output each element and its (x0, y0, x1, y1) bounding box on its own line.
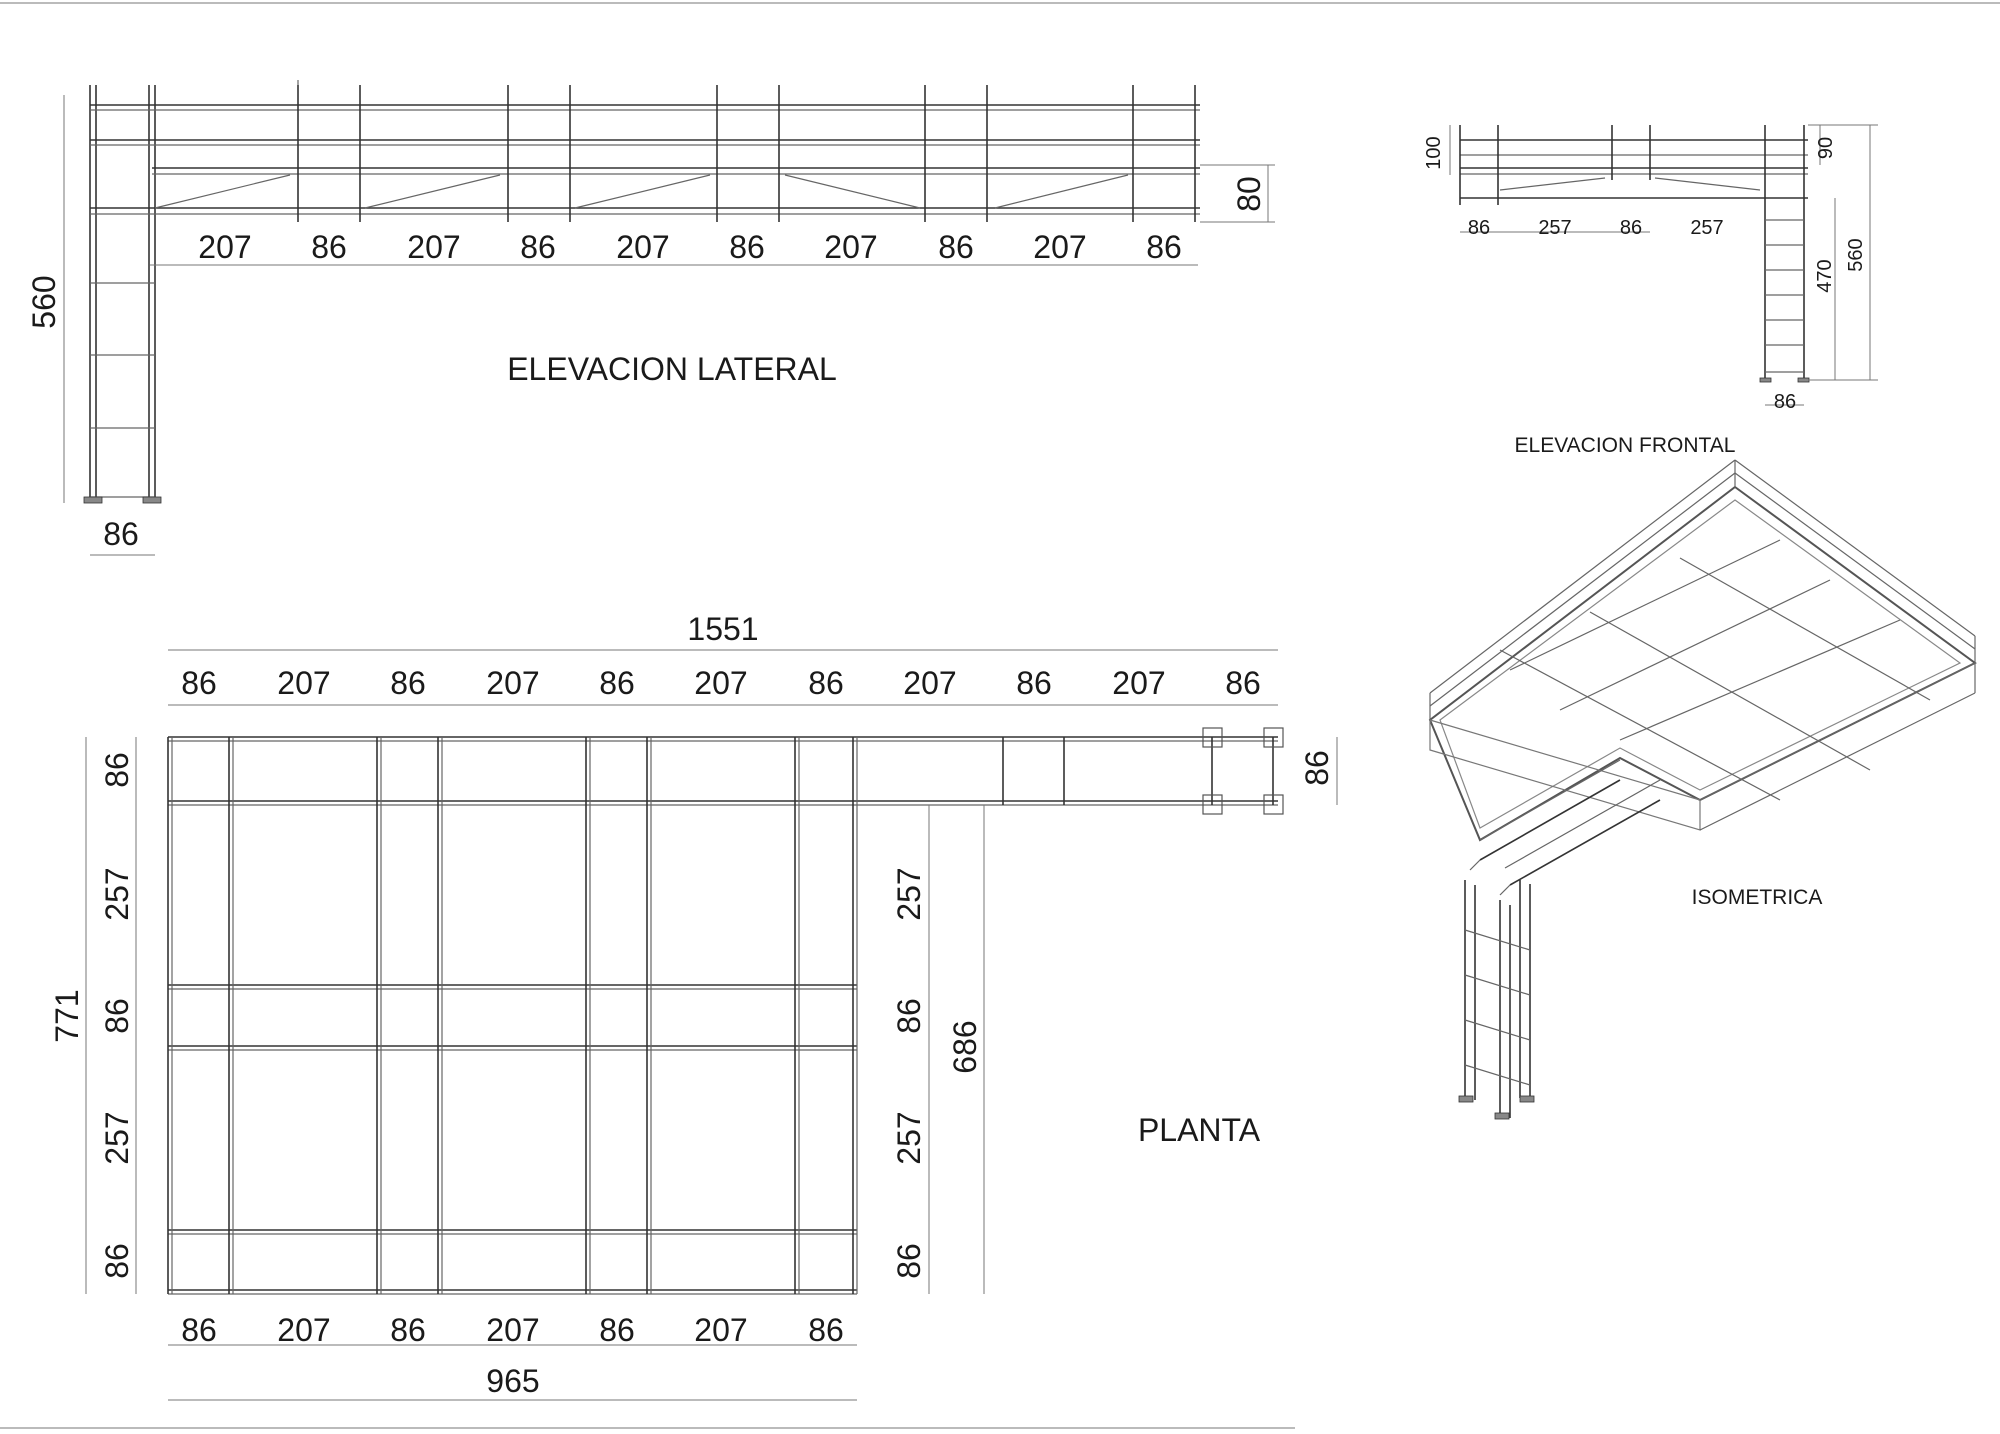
side-span-4: 86 (520, 229, 556, 265)
side-rails (90, 104, 1200, 215)
plan-left-spans: 86 257 86 257 86 (99, 752, 135, 1279)
iso-walkway (1469, 759, 1661, 896)
plan-bottom-span-7: 86 (808, 1312, 844, 1348)
plan-top-span-11: 86 (1225, 665, 1261, 701)
side-elevation: 207 86 207 86 207 86 207 86 207 86 560 8… (26, 80, 1275, 556)
plan-left-span-1: 86 (99, 752, 135, 788)
plan-top-span-5: 86 (599, 665, 635, 701)
plan-bottom-span-2: 207 (277, 1312, 330, 1348)
plan-top-span-2: 207 (277, 665, 330, 701)
plan-top-span-10: 207 (1112, 665, 1165, 701)
plan-left-span-2: 257 (99, 867, 135, 920)
side-tower (83, 85, 162, 504)
side-leg-width-dim: 86 (103, 516, 139, 552)
side-span-3: 207 (407, 229, 460, 265)
plan-grid (167, 727, 1284, 1295)
plan-end-depth: 86 (1299, 750, 1335, 786)
side-span-1: 207 (198, 229, 251, 265)
side-elevation-title: ELEVACION LATERAL (507, 351, 837, 387)
plan-top-span-3: 86 (390, 665, 426, 701)
side-span-7: 207 (824, 229, 877, 265)
front-left-height-dim: 100 (1423, 136, 1445, 169)
plan-bottom-spans: 86 207 86 207 86 207 86 (181, 1312, 844, 1348)
plan-left-span-4: 257 (99, 1111, 135, 1164)
plan-top-span-4: 207 (486, 665, 539, 701)
side-posts (297, 80, 1196, 222)
side-span-9: 207 (1033, 229, 1086, 265)
plan-top-spans: 86 207 86 207 86 207 86 207 86 207 86 (181, 665, 1261, 701)
front-span-3: 86 (1620, 217, 1642, 239)
iso-tower (1458, 880, 1535, 1120)
front-leg-height-dim: 470 (1814, 259, 1836, 292)
plan-total-bottom: 965 (486, 1363, 539, 1399)
front-leg-width-dim: 86 (1774, 391, 1796, 413)
side-bracing (154, 174, 1129, 209)
plan-right-spans: 257 86 257 86 (891, 867, 927, 1278)
plan-bottom-span-1: 86 (181, 1312, 217, 1348)
plan-right-span-3: 257 (891, 1111, 927, 1164)
plan-right-span-2: 86 (891, 998, 927, 1034)
front-elevation-title: ELEVACION FRONTAL (1515, 434, 1736, 457)
plan-right-total: 686 (947, 1020, 983, 1073)
isometric-view: ISOMETRICA (1428, 459, 1977, 1120)
front-rail-dim: 90 (1815, 137, 1837, 159)
side-span-dims: 207 86 207 86 207 86 207 86 207 86 (198, 229, 1181, 265)
front-height-dim: 560 (1845, 238, 1867, 271)
plan-top-span-6: 207 (694, 665, 747, 701)
plan-bottom-span-3: 86 (390, 1312, 426, 1348)
front-span-4: 257 (1690, 217, 1723, 239)
side-span-5: 207 (616, 229, 669, 265)
plan-title: PLANTA (1138, 1112, 1261, 1148)
plan-right-span-1: 257 (891, 867, 927, 920)
plan-bottom-span-5: 86 (599, 1312, 635, 1348)
plan-left-span-5: 86 (99, 1243, 135, 1279)
side-span-8: 86 (938, 229, 974, 265)
plan-total-left: 771 (49, 989, 85, 1042)
front-span-1: 86 (1468, 217, 1490, 239)
plan-left-span-3: 86 (99, 998, 135, 1034)
plan-total-top: 1551 (687, 611, 758, 647)
plan-right-span-4: 86 (891, 1243, 927, 1279)
front-span-2: 257 (1538, 217, 1571, 239)
front-structure (1459, 125, 1810, 383)
side-span-2: 86 (311, 229, 347, 265)
side-rail-dim: 80 (1231, 176, 1267, 212)
plan-top-span-7: 86 (808, 665, 844, 701)
plan-top-span-8: 207 (903, 665, 956, 701)
side-span-10: 86 (1146, 229, 1182, 265)
plan-view: 1551 86 207 86 207 86 207 86 207 86 207 … (49, 611, 1338, 1401)
plan-top-span-1: 86 (181, 665, 217, 701)
isometric-title: ISOMETRICA (1692, 886, 1823, 909)
iso-deck (1428, 459, 1977, 842)
plan-bottom-span-4: 207 (486, 1312, 539, 1348)
plan-top-span-9: 86 (1016, 665, 1052, 701)
plan-bottom-span-6: 207 (694, 1312, 747, 1348)
front-elevation: 86 257 86 257 86 100 90 470 560 ELEVACIO… (1423, 124, 1878, 457)
side-span-6: 86 (729, 229, 765, 265)
side-height-dim: 560 (26, 275, 62, 328)
